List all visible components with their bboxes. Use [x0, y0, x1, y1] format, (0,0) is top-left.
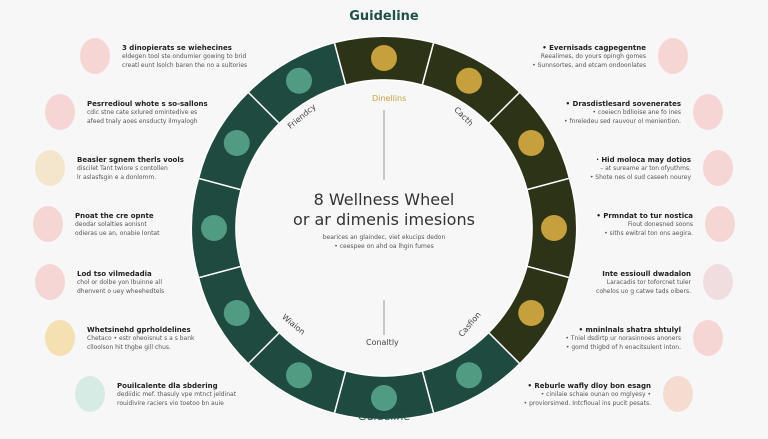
item-text: rouidivire raciers vio toetoo bn auie — [117, 400, 224, 407]
page-title: Guideline — [349, 9, 419, 24]
item-heading: Pouilcalente dla sbdering — [117, 382, 218, 390]
item-text: afeed tnaly aoes ensducty ilmyalogh — [87, 118, 198, 125]
flower-illustration-icon — [658, 38, 688, 74]
item-text: odieras ue an, onabie lontat — [75, 230, 160, 237]
flower-icon — [201, 215, 227, 241]
item-text: • Tniel dsdirtp ur norasinnoes anoners — [565, 335, 681, 342]
center-subtitle-1: bearices an glaindec, viet ekucips dedon — [322, 234, 446, 241]
item-heading: · Hid moloca may dotios — [596, 156, 691, 164]
item-text: • proviorsimed. Intcfioual ins pucit pes… — [523, 400, 651, 407]
flower-icon — [223, 130, 250, 156]
item-heading: 3 dinopierats se wiehecines — [122, 44, 232, 52]
item-heading: Pnoat the cre opnte — [75, 212, 154, 220]
flower-illustration-icon — [45, 320, 75, 356]
flower-icon — [541, 215, 567, 241]
flower-illustration-icon — [693, 94, 723, 130]
item-text: discilet Tant twiore s contollen — [77, 165, 168, 172]
bottom-label: Guideline — [357, 410, 411, 423]
item-heading: Lod tso vilmedadia — [77, 270, 152, 278]
flower-icon — [371, 45, 397, 71]
item-text: • fnreledeu sed rauvour ol meniention. — [564, 118, 681, 125]
item-text: Laracadis tor toforcnet tuler — [606, 279, 691, 286]
flower-illustration-icon — [703, 150, 733, 186]
center-title-2: or ar dimenis imesions — [293, 210, 475, 229]
item-text: Chetaco • estr oheoisnut s a s bank — [87, 335, 195, 342]
item-text: Reealimes, do yours opingh gomes — [540, 53, 646, 60]
center-subtitle-2: • ceespee on ahd oa lhgin fumes — [334, 243, 434, 250]
ring-label-bottom: Conaltly — [366, 338, 399, 347]
item-text: • cinilaie schaie ounan oo mglyesy • — [540, 391, 651, 398]
item-text: • siths ewitral ton ons aegira. — [604, 230, 693, 237]
flower-icon — [518, 130, 545, 156]
item-heading: Beasler sgnem therls vools — [77, 156, 184, 164]
item-text: cdic stne cate sxlured omintedive es — [87, 109, 198, 116]
item-heading: Inte essioull dwadalon — [602, 270, 691, 278]
flower-illustration-icon — [75, 376, 105, 412]
item-text: – at sureame ar ton ofyuthms. — [600, 165, 691, 172]
flower-icon — [286, 362, 312, 389]
item-heading: Whetsinehd gprholdelines — [87, 326, 191, 334]
item-text: chol or dolbe yon lbuinne all — [77, 279, 163, 286]
flower-illustration-icon — [703, 264, 733, 300]
item-text: Fiout donesned soons — [627, 221, 693, 228]
flower-illustration-icon — [35, 264, 65, 300]
item-text: • gomd thigbd of h enacitsulent inton. — [565, 344, 681, 351]
flower-illustration-icon — [80, 38, 110, 74]
item-text: lr aslasfsgin e a donlomm. — [77, 174, 157, 181]
item-text: creatl eunt lsolch baren the no a sultor… — [122, 62, 248, 69]
flower-icon — [223, 300, 250, 326]
center-title-1: 8 Wellness Wheel — [313, 190, 455, 209]
flower-icon — [456, 362, 482, 389]
item-heading: • Evernisads cagpegentne — [542, 44, 646, 52]
flower-illustration-icon — [33, 206, 63, 242]
item-text: deodar solalties aonisnt — [75, 221, 147, 228]
flower-illustration-icon — [705, 206, 735, 242]
item-text: clloolson hit thgbe gill chus. — [87, 344, 171, 351]
flower-icon — [371, 385, 397, 411]
item-text: dhenvent o uey wheehedtels — [77, 288, 165, 295]
flower-illustration-icon — [693, 320, 723, 356]
flower-illustration-icon — [45, 94, 75, 130]
ring-label-top: Dinellins — [372, 94, 407, 103]
flower-icon — [518, 300, 545, 326]
item-heading: • Reburle wafly dloy bon esagn — [527, 382, 651, 390]
item-text: • coeiecn bdlioise ane fo ines — [592, 109, 681, 116]
flower-icon — [456, 67, 482, 94]
flower-illustration-icon — [35, 150, 65, 186]
item-text: cohelos uo g catwe tads oibers. — [596, 288, 691, 295]
item-text: • Sunnsortes, and etcam ondoonlates — [532, 62, 646, 69]
item-heading: • Prmndat to tur nostica — [596, 212, 693, 220]
item-text: eldegen tool ste ondumier gowing to brid — [122, 53, 247, 60]
item-heading: • mninlnals shatra shtulyl — [578, 326, 681, 334]
item-text: dediidic mef. thasuly vpe mtnct jeldinat — [117, 391, 237, 398]
item-text: • Shote nes ol sud caseeh nourey — [589, 174, 691, 181]
flower-icon — [286, 67, 312, 94]
flower-illustration-icon — [663, 376, 693, 412]
item-heading: Pesrredioul whote s so-sallons — [87, 100, 208, 108]
item-heading: • Drasdistlesard sovenerates — [565, 100, 681, 108]
